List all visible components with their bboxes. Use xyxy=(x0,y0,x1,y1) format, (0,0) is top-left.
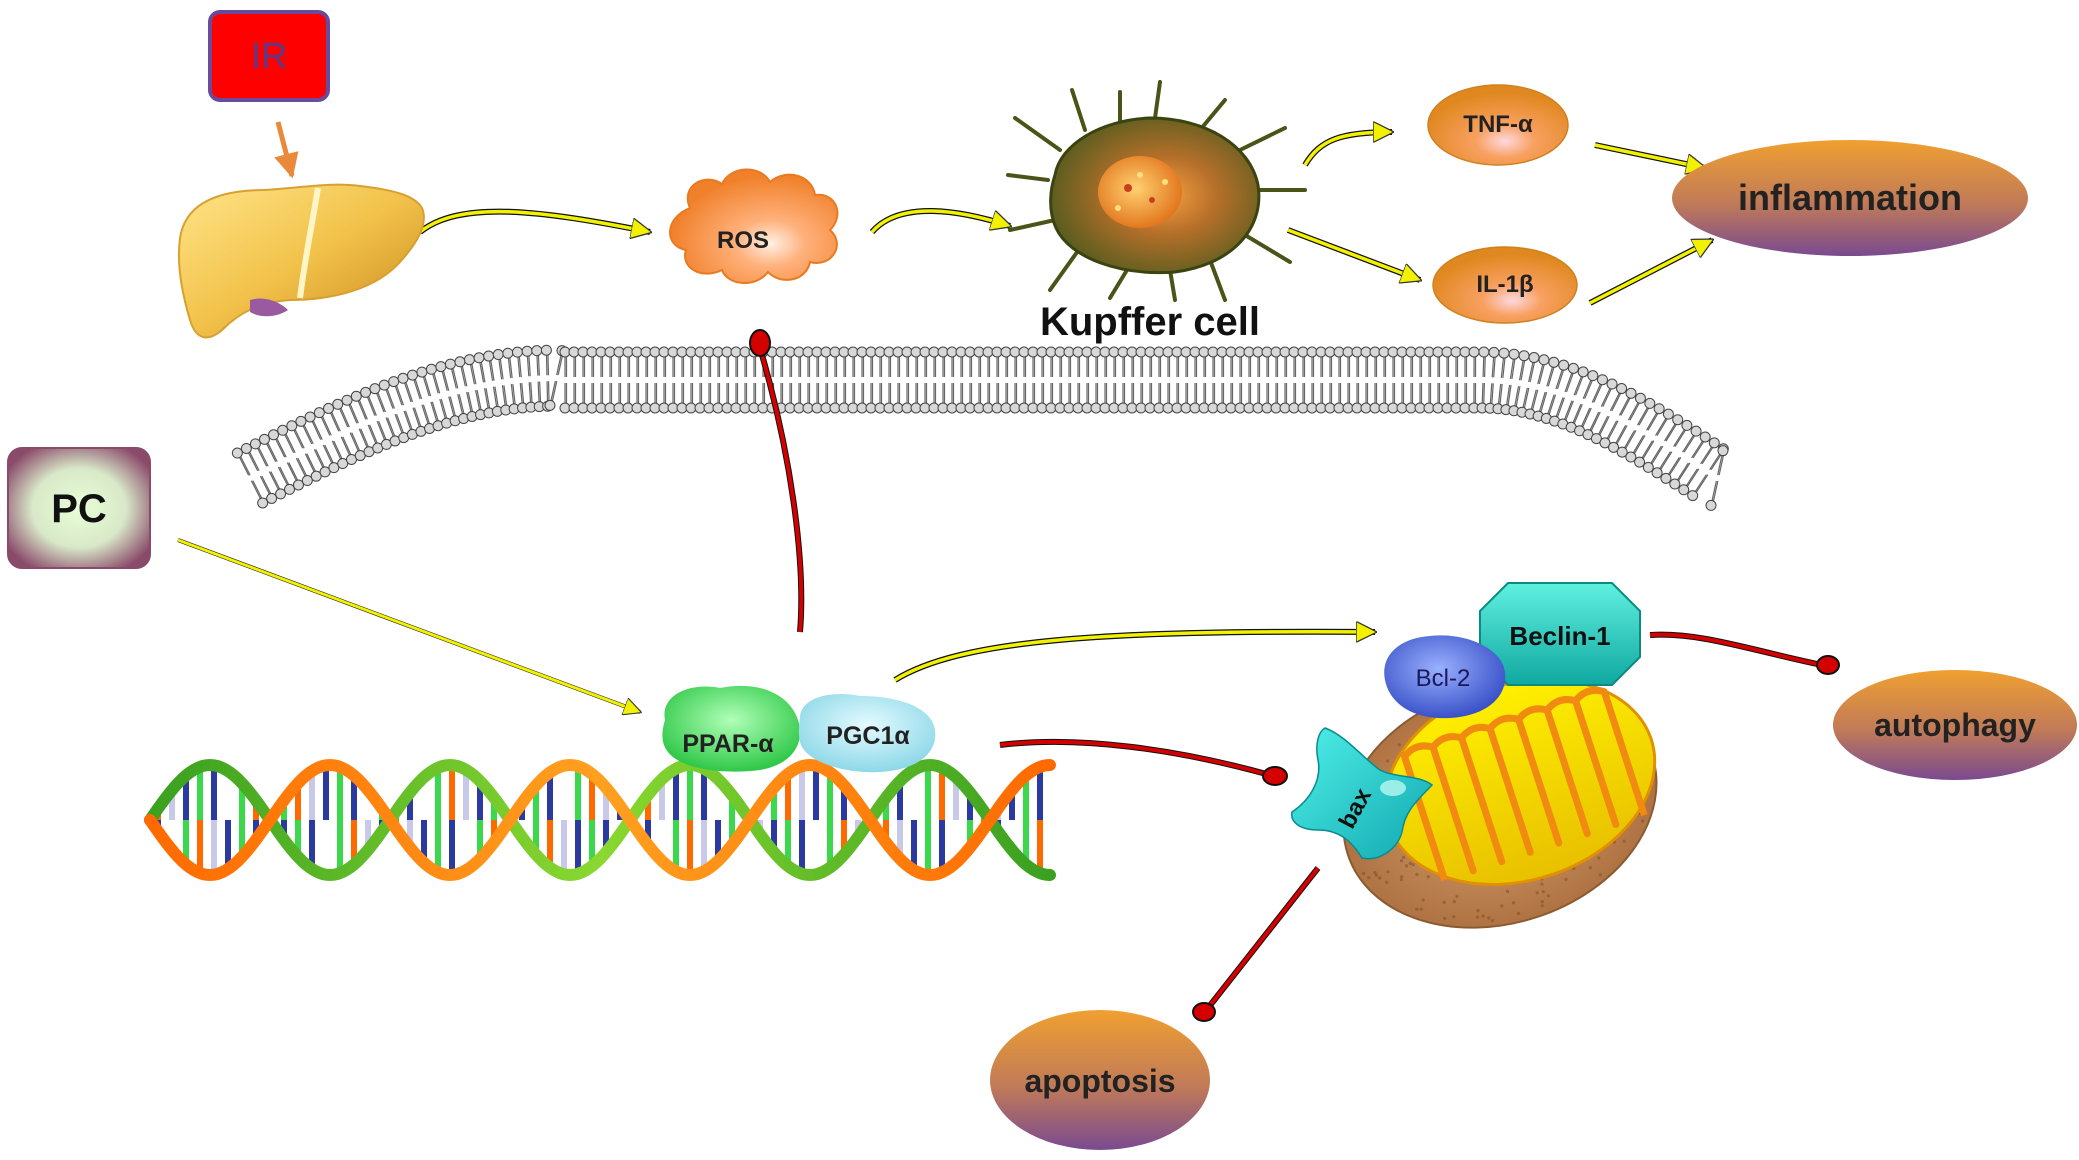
arrows xyxy=(177,121,1712,712)
kupffer-to-tnf-arrow xyxy=(1302,132,1392,167)
liver-icon xyxy=(177,183,425,339)
ros-node: ROS xyxy=(669,168,839,285)
il1b-to-inflammation-arrow xyxy=(1588,237,1712,306)
tnf-alpha-node: TNF-α xyxy=(1427,84,1569,166)
ros-to-kupffer-arrow xyxy=(869,207,1010,235)
autophagy-node: autophagy xyxy=(1833,670,2077,780)
beclin-1-node: Beclin-1 xyxy=(1479,582,1641,686)
beclin-to-autophagy xyxy=(1649,631,1840,675)
pc-node: PC xyxy=(7,447,151,569)
ir-to-liver-arrow xyxy=(274,121,299,179)
liver-to-ros-arrow xyxy=(418,208,650,232)
tnf-alpha-label: TNF-α xyxy=(1463,111,1533,138)
dna-inhibits-bax xyxy=(999,738,1288,786)
pc-to-ppar-arrow xyxy=(177,538,640,712)
cell-membrane xyxy=(231,344,1729,511)
inflammation-label: inflammation xyxy=(1738,177,1962,218)
pgc1-alpha-node: PGC1α xyxy=(798,694,936,773)
kupffer-cell-icon xyxy=(1006,80,1307,302)
bcl-2-node: Bcl-2 xyxy=(1384,635,1506,719)
tnf-to-inflammation-arrow xyxy=(1594,142,1705,168)
beclin-1-label: Beclin-1 xyxy=(1509,621,1610,651)
mitochondrion-icon xyxy=(1342,678,1658,929)
ros-label: ROS xyxy=(717,227,769,254)
inflammation-node: inflammation xyxy=(1672,140,2028,256)
kupffer-cell-label: Kupffer cell xyxy=(1040,300,1260,344)
ir-node: IR xyxy=(208,10,330,102)
bax-node: bax xyxy=(1291,727,1434,860)
pgc-to-beclin-arrow xyxy=(893,632,1375,683)
autophagy-label: autophagy xyxy=(1874,707,2036,743)
pgc1-alpha-label: PGC1α xyxy=(826,722,910,750)
ppar-inhibits-ros xyxy=(749,329,805,633)
apoptosis-node: apoptosis xyxy=(990,1010,1210,1150)
ppar-alpha-node: PPAR-α xyxy=(662,685,801,772)
ir-label: IR xyxy=(251,35,287,76)
kupffer-to-il1b-arrow xyxy=(1286,227,1420,280)
il1b-label: IL-1β xyxy=(1476,271,1533,298)
apoptosis-label: apoptosis xyxy=(1024,1063,1175,1099)
inhibition-lines xyxy=(749,329,1840,1022)
ppar-alpha-label: PPAR-α xyxy=(682,730,774,758)
bax-to-apoptosis xyxy=(1192,866,1321,1022)
pc-label: PC xyxy=(51,487,107,531)
bcl-2-label: Bcl-2 xyxy=(1416,665,1471,692)
dna-helix-icon xyxy=(144,758,1056,882)
il1b-node: IL-1β xyxy=(1432,246,1578,324)
